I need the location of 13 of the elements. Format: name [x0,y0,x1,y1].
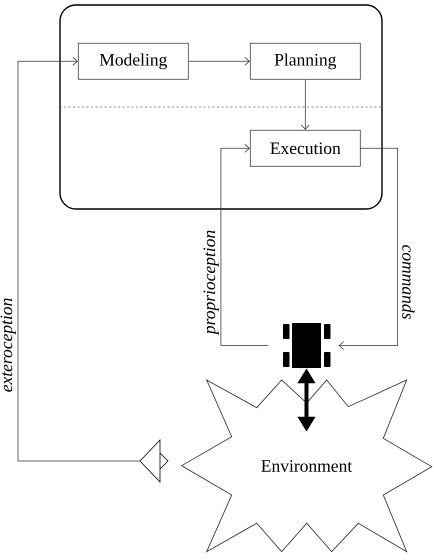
arrow [188,56,250,66]
process-box: Execution [250,130,361,167]
process-box: Planning [250,42,361,80]
robot-icon [283,323,330,368]
arrow [220,144,269,346]
arrow [300,79,310,130]
edge-label: proprioception [203,230,219,336]
edge-label: commands [402,245,414,319]
process-box: Modeling [78,42,189,80]
edge-label: exteroception [0,298,16,392]
container-box [59,4,383,210]
arrow [338,148,398,350]
arrow [18,56,140,462]
